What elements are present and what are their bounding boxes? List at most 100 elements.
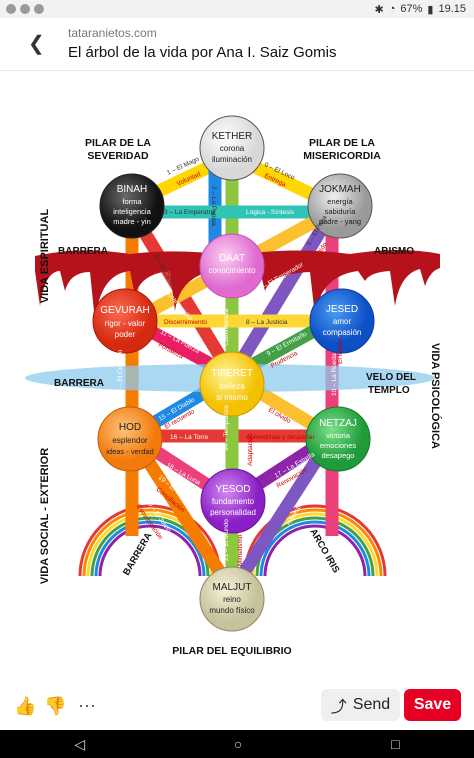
share-icon: ⤴ <box>330 699 347 716</box>
path-label: 12 – El Colgado <box>117 349 124 396</box>
site-domain[interactable]: tataranietos.com <box>68 26 157 40</box>
save-label: Save <box>413 696 452 713</box>
tree-of-life-diagram[interactable]: KETHER corona iluminación BINAH forma in… <box>20 106 454 666</box>
sphere-name: KETHER <box>212 131 253 142</box>
sphere-line: victoria <box>326 431 351 440</box>
clock: 19.15 <box>438 3 466 15</box>
more-icon[interactable]: ⋯ <box>78 696 96 716</box>
sphere-line: energía <box>327 197 353 206</box>
sphere-line: emociones <box>320 441 357 450</box>
sphere-binah[interactable]: BINAH forma inteligencia madre - yin <box>99 173 165 239</box>
action-bar: 👍 👎 ⋯ <box>0 684 474 728</box>
rainbow-left <box>78 504 222 577</box>
sphere-kether[interactable]: KETHER corona iluminación <box>199 115 265 181</box>
back-icon[interactable]: ❮ <box>28 33 45 55</box>
sphere-name: DAAT <box>219 253 245 264</box>
abyss-barrier <box>35 250 440 321</box>
notification-icon <box>34 4 44 14</box>
label-pilar-equilibrio: PILAR DEL EQUILIBRIO <box>172 645 291 657</box>
nav-back-icon[interactable]: ◁ <box>74 735 86 752</box>
label-barrera: BARRERA <box>121 531 154 578</box>
nav-home-icon[interactable]: ○ <box>233 736 243 752</box>
sphere-netzaj[interactable]: NETZAJ victoria emociones desapego <box>305 406 371 472</box>
sphere-name: HOD <box>119 422 141 433</box>
sphere-line: forma <box>122 197 142 206</box>
save-button[interactable]: Save <box>404 689 461 721</box>
label-vida-social: VIDA SOCIAL - EXTERIOR <box>39 448 51 584</box>
path-label: 21 – El Mundo <box>223 519 230 561</box>
path-label: El fulano <box>337 338 344 364</box>
sphere-tiferet[interactable]: TIFERET belleza si mismo <box>199 351 265 417</box>
sphere-name: GEVURAH <box>100 305 149 316</box>
sphere-hod[interactable]: HOD esplendor ideas - verdad <box>97 406 163 472</box>
label-barrera: BARRERA <box>54 378 104 389</box>
battery-percent: 67% <box>400 3 423 15</box>
sphere-line: personalidad <box>210 508 256 517</box>
label-pilar-severidad: PILAR DE LA <box>85 137 151 149</box>
sphere-maljut[interactable]: MALJUT reino mundo físico <box>199 566 265 632</box>
status-bar: ✱ ◔ 67% ▮ 19.15 <box>0 0 474 18</box>
sphere-line: belleza <box>219 382 245 391</box>
sphere-name: JESED <box>326 304 358 315</box>
bluetooth-icon: ✱ <box>374 3 384 16</box>
wifi-icon: ◔ <box>388 3 396 15</box>
sphere-line: rigor - valor <box>105 319 146 328</box>
path-label: Adaptación <box>247 433 254 466</box>
path-label: 14 – Templanza <box>223 405 230 451</box>
sphere-yesod[interactable]: YESOD fundamento personalidad <box>200 468 266 534</box>
label-barrera: BARRERA <box>58 246 108 257</box>
label-vida-psicologica: VIDA PSICOLÓGICA <box>429 343 442 449</box>
dislike-icon[interactable]: 👎 <box>44 696 67 716</box>
path-label: Mimetismo <box>237 534 244 566</box>
sphere-daat[interactable]: DAAT conocimiento <box>199 233 265 299</box>
sphere-name: MALJUT <box>213 582 252 593</box>
path-label: Lógica - Síntesis <box>246 209 295 216</box>
path-label: Discernimiento <box>164 319 207 326</box>
path-label: 16 – La Torre <box>170 434 209 441</box>
label-velo: VELO DEL <box>366 372 416 383</box>
like-icon[interactable]: 👍 <box>14 696 37 716</box>
path-label: 8 – La Justicia <box>246 319 288 326</box>
path-label: 10 – La Rueda <box>331 353 338 396</box>
sphere-name: JOKMAH <box>319 184 361 195</box>
notification-icon <box>20 4 30 14</box>
send-label: Send <box>352 696 391 713</box>
sphere-line: ideas - verdad <box>106 447 154 456</box>
path-label: 3 – La Emperatriz <box>164 209 215 216</box>
sphere-gevurah[interactable]: GEVURAH rigor - valor poder <box>92 288 158 354</box>
sphere-line: iluminación <box>212 155 252 164</box>
path-papa <box>226 208 338 380</box>
sphere-line: desapego <box>322 451 355 460</box>
sphere-line: poder <box>115 330 136 339</box>
sphere-name: YESOD <box>215 484 250 495</box>
sphere-name: BINAH <box>117 184 148 195</box>
sphere-line: padre - yang <box>319 217 361 226</box>
nav-recents-icon[interactable]: □ <box>391 736 400 752</box>
label-velo: TEMPLO <box>368 385 410 396</box>
system-nav-bar: ◁ ○ □ <box>0 730 474 758</box>
label-pilar-misericordia: PILAR DE LA <box>309 137 375 149</box>
sphere-name: NETZAJ <box>319 418 357 429</box>
sphere-line: inteligencia <box>113 207 151 216</box>
path-label: Clarividencia <box>223 308 230 346</box>
sphere-line: amor <box>333 317 352 326</box>
sphere-line: reino <box>223 595 241 604</box>
notification-icons <box>0 4 44 14</box>
sphere-line: madre - yin <box>113 217 151 226</box>
sphere-line: fundamento <box>212 497 255 506</box>
label-vida-espiritual: VIDA ESPIRITUAL <box>39 209 51 304</box>
sphere-line: conocimiento <box>208 266 256 275</box>
sphere-line: compasión <box>323 328 362 337</box>
send-button[interactable]: ⤴ Send <box>321 689 400 721</box>
path-label: 2 – La Papisa <box>210 186 217 226</box>
label-pilar-severidad: SEVERIDAD <box>87 150 149 162</box>
page-title: El árbol de la vida por Ana I. Saiz Gomi… <box>68 44 337 61</box>
label-pilar-misericordia: MISERICORDIA <box>303 150 381 162</box>
sphere-jesed[interactable]: JESED amor compasión <box>309 288 375 354</box>
sphere-line: esplendor <box>112 436 147 445</box>
sphere-line: si mismo <box>216 393 248 402</box>
sphere-line: sabiduría <box>325 207 357 216</box>
sphere-jokmah[interactable]: JOKMAH energía sabiduría padre - yang <box>307 173 373 239</box>
sphere-line: mundo físico <box>209 606 255 615</box>
label-abismo: ABISMO <box>374 246 414 257</box>
